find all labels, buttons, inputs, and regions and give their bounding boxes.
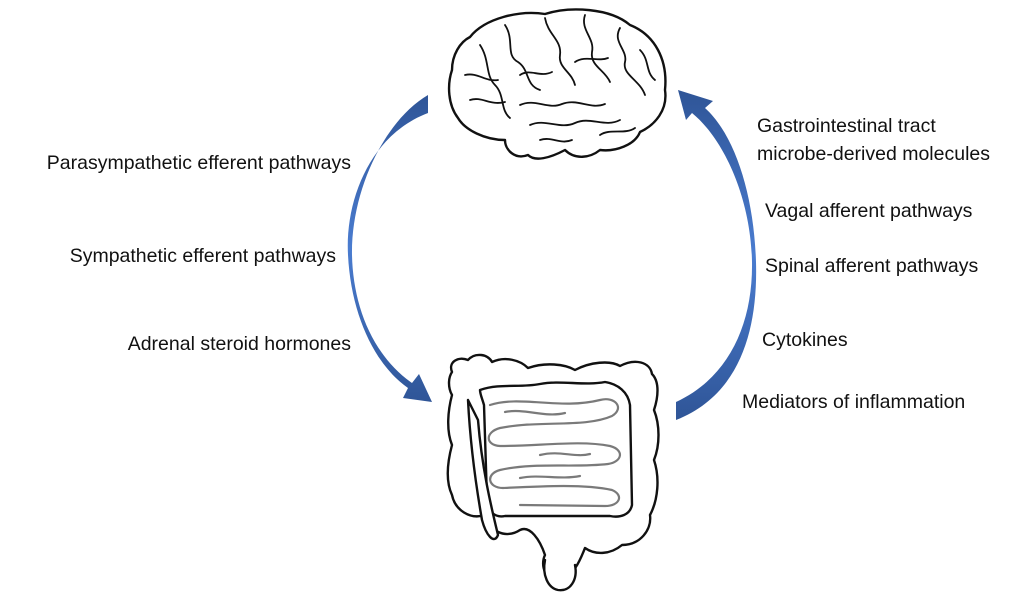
afferent-arrow	[676, 90, 756, 420]
label-microbe-molecules: microbe-derived molecules	[757, 141, 990, 167]
label-spinal-afferent: Spinal afferent pathways	[765, 253, 978, 279]
efferent-arrow	[348, 95, 432, 402]
label-adrenal-steroid: Adrenal steroid hormones	[0, 331, 351, 357]
label-vagal-afferent: Vagal afferent pathways	[765, 198, 972, 224]
label-gi-tract: Gastrointestinal tract	[757, 113, 936, 139]
label-parasympathetic: Parasympathetic efferent pathways	[0, 150, 351, 176]
label-inflammation-mediators: Mediators of inflammation	[742, 389, 965, 415]
label-cytokines: Cytokines	[762, 327, 848, 353]
label-sympathetic: Sympathetic efferent pathways	[0, 243, 336, 269]
brain-icon	[449, 9, 665, 158]
intestines-icon	[448, 355, 659, 590]
